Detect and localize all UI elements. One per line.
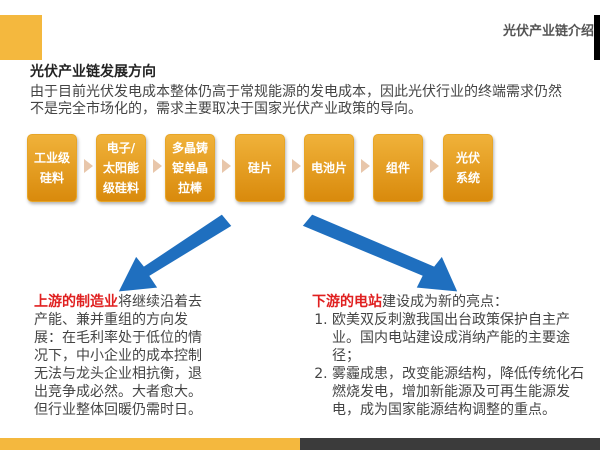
chevron-right-icon — [153, 159, 162, 173]
chevron-right-icon — [361, 159, 370, 173]
header-bar — [594, 15, 600, 60]
arrow-down-right-icon — [301, 213, 459, 293]
chain-step: 电池片 — [304, 134, 354, 202]
chain-step: 光伏 系统 — [443, 134, 493, 202]
chain-step: 多晶铸 锭单晶 拉棒 — [165, 134, 215, 202]
chevron-right-icon — [292, 159, 301, 173]
upstream-highlight: 上游的制造业 — [34, 294, 118, 310]
upstream-body: 将继续沿着去产能、兼并重组的方向发展：在毛利率处于低位的情况下，中小企业的成本控… — [34, 294, 202, 418]
downstream-text: 下游的电站建设成为新的亮点： 欧美双反刺激我国出台政策保护自主产业。国内电站建设… — [312, 293, 592, 419]
chain-step: 工业级 硅料 — [27, 134, 77, 202]
upstream-text: 上游的制造业将继续沿着去产能、兼并重组的方向发展：在毛利率处于低位的情况下，中小… — [34, 293, 204, 419]
list-item: 欧美双反刺激我国出台政策保护自主产业。国内电站建设成消纳产能的主要途径； — [332, 311, 592, 365]
arrow-down-left-icon — [117, 213, 233, 293]
downstream-body: 建设成为新的亮点： — [382, 294, 508, 310]
downstream-highlight: 下游的电站 — [312, 294, 382, 310]
chevron-right-icon — [430, 159, 439, 173]
intro-text: 由于目前光伏发电成本整体仍高于常规能源的发电成本，因此光伏行业的终端需求仍然不是… — [30, 84, 562, 117]
accent-square — [0, 15, 42, 60]
footer-bar-dark — [300, 438, 600, 450]
chain-step: 组件 — [373, 134, 423, 202]
chain-step: 硅片 — [235, 134, 285, 202]
slide-title: 光伏产业链发展方向 — [30, 64, 156, 80]
chain-step: 电子/ 太阳能 级硅料 — [96, 134, 146, 202]
chevron-right-icon — [84, 159, 93, 173]
list-item: 雾霾成患，改变能源结构，降低传统化石燃烧发电，增加新能源及可再生能源发电，成为国… — [332, 365, 592, 419]
footer-bar-yellow — [0, 438, 300, 450]
section-title: 光伏产业链介绍 — [502, 24, 594, 39]
chevron-right-icon — [222, 159, 231, 173]
